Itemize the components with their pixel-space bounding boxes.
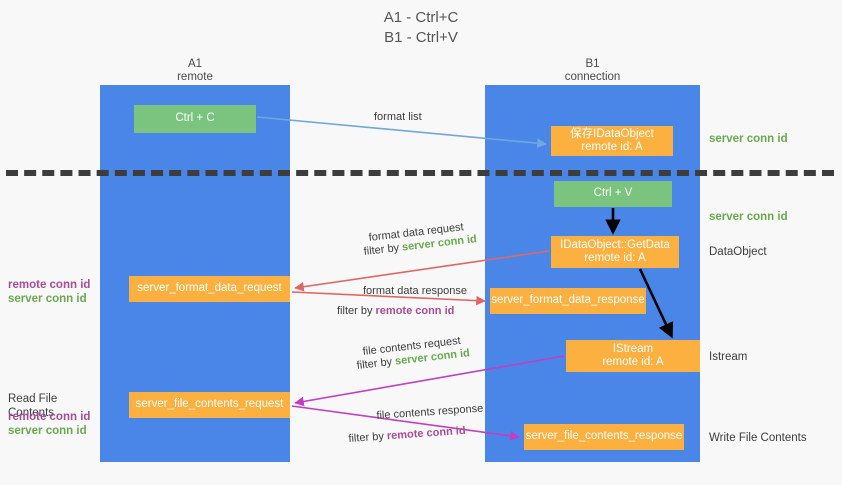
- box-istream[interactable]: IStream remote id: A: [566, 340, 700, 372]
- label-istream: Istream: [709, 351, 748, 363]
- box-server-format-data-request[interactable]: server_format_data_request: [129, 276, 290, 302]
- label-conn-ids-format: remote conn id server conn id: [8, 278, 100, 306]
- box-server-format-data-response[interactable]: server_format_data_response: [490, 288, 646, 314]
- label-write-file-contents: Write File Contents: [709, 432, 807, 444]
- edge-label-format-list: format list: [374, 111, 422, 123]
- arrow-format-list: [256, 116, 547, 148]
- column-header-b1: B1 connection: [564, 58, 621, 83]
- edge-label-format-data-response: format data response: [363, 285, 467, 297]
- filter-prefix-3: filter by: [356, 355, 396, 372]
- box-ctrl-c[interactable]: Ctrl + C: [134, 105, 256, 133]
- arrow-format-data-request: [294, 250, 550, 292]
- filter-prefix-2: filter by: [337, 305, 376, 317]
- label-read-file-contents: Read File Contents: [8, 393, 58, 419]
- label-remote-conn-id-2: remote conn id: [8, 411, 91, 423]
- label-server-conn-id-2: server conn id: [8, 425, 87, 437]
- box-save-idataobject[interactable]: 保存IDataObject remote id: A: [551, 126, 673, 156]
- arrow-file-contents-response: [291, 405, 520, 441]
- label-dataobject: DataObject: [709, 246, 767, 258]
- label-server-conn-id-1: server conn id: [8, 293, 87, 305]
- filter-prefix-4: filter by: [348, 430, 388, 445]
- filter-prefix-1: filter by: [363, 241, 403, 258]
- label-server-conn-id-mid: server conn id: [709, 211, 788, 223]
- page-title: A1 - Ctrl+C B1 - Ctrl+V: [383, 9, 459, 46]
- label-remote-conn-id-1: remote conn id: [8, 279, 91, 291]
- box-idataobject-getdata[interactable]: IDataObject::GetData remote id: A: [551, 236, 679, 268]
- phase-separator-dashed-line: [6, 170, 834, 176]
- box-server-file-contents-response[interactable]: server_file_contents_response: [524, 424, 684, 450]
- box-ctrl-v[interactable]: Ctrl + V: [554, 181, 672, 207]
- label-server-conn-id-top: server conn id: [709, 133, 788, 145]
- arrow-file-contents-request: [294, 355, 565, 407]
- box-server-file-contents-request[interactable]: server_file_contents_request: [129, 392, 290, 418]
- column-header-a1: A1 remote: [177, 58, 213, 83]
- label-conn-ids-file: remote conn id server conn id: [8, 410, 100, 438]
- edge-label-format-data-response-filter: filter by remote conn id: [337, 304, 454, 319]
- filter-key-remote-conn-id-1: remote conn id: [375, 305, 455, 317]
- arrow-getdata-to-istream: [638, 268, 674, 339]
- arrow-format-data-response: [291, 291, 486, 306]
